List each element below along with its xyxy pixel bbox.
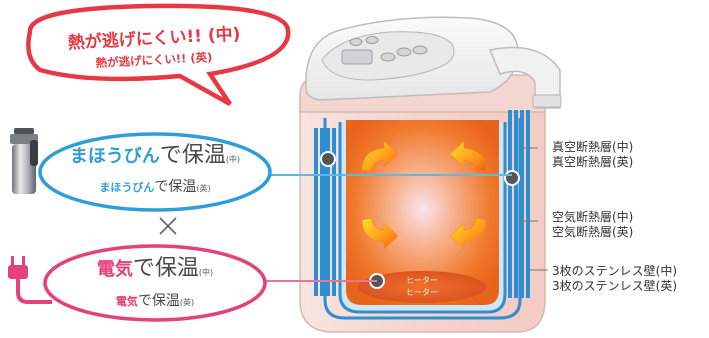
air-layer-label-line2: 空気断熱層(英) — [552, 225, 634, 239]
electric-pot — [299, 16, 562, 333]
thermos-icon — [10, 128, 38, 194]
thermos-subtitle: まほうびんで保温(英) — [50, 180, 260, 194]
thermos-title-colored: まほうびん — [69, 146, 160, 167]
lcd-display — [341, 49, 373, 65]
air-layer-label-line1: 空気断熱層(中) — [552, 210, 634, 224]
heat-arrow — [361, 217, 399, 250]
control-button — [365, 36, 379, 44]
heat-arrow — [449, 140, 487, 173]
marker-dot-vacuum — [320, 151, 336, 167]
heater — [358, 271, 486, 303]
heat-arrow — [449, 217, 487, 250]
heater-label-line1: ヒーター — [406, 276, 438, 285]
heater-label: ヒーター ヒーター — [392, 275, 452, 299]
steel-wall-outer — [323, 118, 522, 320]
vacuum-layer-label: 真空断熱層(中) 真空断熱層(英) — [552, 140, 633, 170]
electric-subtitle-colored: 電気 — [115, 295, 138, 308]
electric-oval — [43, 244, 267, 322]
electric-subtitle: 電気で保温(英) — [55, 294, 255, 308]
speech-bubble — [26, 3, 291, 106]
heater-label-line2: ヒーター — [406, 288, 438, 297]
steel-wall-label-line1: 3枚のステンレス壁(中) — [552, 264, 677, 278]
thermos-oval — [38, 132, 272, 212]
control-button — [396, 47, 412, 57]
electric-title-suffix: (中) — [198, 268, 214, 277]
handle-grip — [532, 94, 562, 108]
vacuum-layer-label-line2: 真空断熱層(英) — [552, 155, 634, 169]
steel-wall-label: 3枚のステンレス壁(中) 3枚のステンレス壁(英) — [552, 264, 677, 294]
thermos-title-suffix: (中) — [225, 155, 241, 164]
electric-title: 電気で保温(中) — [55, 258, 255, 280]
electric-title-colored: 電気 — [96, 259, 133, 280]
electric-title-rest: で保温 — [132, 256, 199, 281]
electric-subtitle-suffix: (英) — [179, 298, 195, 307]
control-button — [380, 52, 396, 62]
thermos-subtitle-suffix: (英) — [196, 184, 211, 193]
thermos-title-rest: で保温 — [159, 143, 226, 168]
vacuum-layer-left — [314, 128, 336, 296]
steel-wall-label-line2: 3枚のステンレス壁(英) — [552, 279, 677, 293]
thermos-title: まほうびんで保温(中) — [50, 145, 260, 167]
times-symbol — [159, 217, 177, 235]
control-button — [349, 38, 363, 46]
control-button — [412, 45, 428, 55]
vacuum-layer-label-line1: 真空断熱層(中) — [552, 140, 634, 154]
electric-subtitle-rest: で保温 — [137, 293, 180, 309]
thermos-subtitle-colored: まほうびん — [99, 181, 155, 194]
pot-handle — [488, 46, 561, 109]
plug-icon — [8, 256, 52, 304]
air-layer-label: 空気断熱層(中) 空気断熱層(英) — [552, 210, 633, 240]
heat-arrow — [361, 140, 399, 173]
marker-dot-vacuum-right — [504, 170, 520, 186]
thermos-subtitle-rest: で保温 — [154, 179, 197, 195]
vacuum-layer-right — [508, 110, 530, 298]
